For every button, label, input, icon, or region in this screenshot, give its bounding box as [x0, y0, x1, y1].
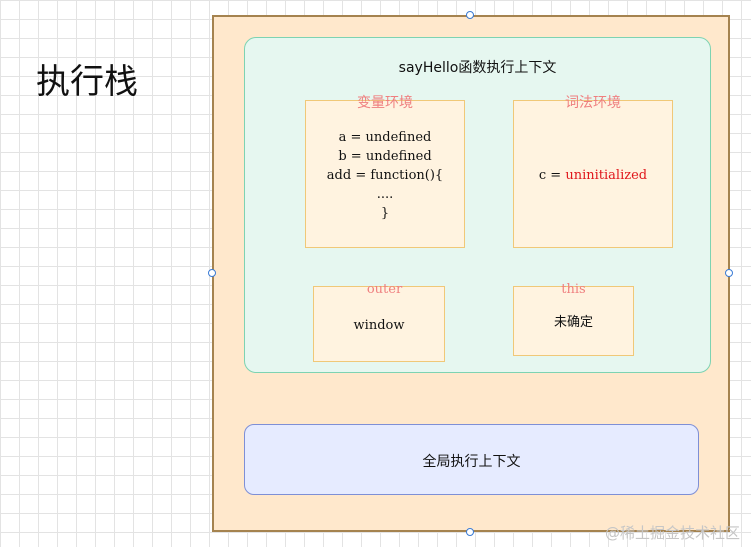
- function-context-title: sayHello函数执行上下文: [398, 60, 557, 76]
- execution-stack-title: 执行栈: [36, 62, 138, 102]
- lexical-environment-box[interactable]: [513, 100, 673, 248]
- global-context-label: 全局执行上下文: [422, 454, 521, 470]
- lexical-environment-label: 词法环境: [565, 95, 621, 111]
- var-line: add = function(){: [326, 168, 444, 183]
- lexical-environment-content: c = uninitialized: [513, 166, 673, 185]
- var-line: }: [380, 206, 390, 221]
- variable-environment-label: 变量环境: [357, 95, 413, 111]
- watermark: @稀土掘金技术社区: [605, 524, 741, 542]
- var-line: b = undefined: [338, 149, 432, 164]
- variable-environment-content: a = undefined b = undefined add = functi…: [305, 128, 465, 223]
- outer-value: window: [353, 318, 405, 333]
- resize-handle-left[interactable]: [208, 269, 216, 277]
- resize-handle-top[interactable]: [466, 11, 474, 19]
- lexical-var-name: c =: [538, 168, 566, 183]
- resize-handle-bottom[interactable]: [466, 528, 474, 536]
- outer-label: outer: [366, 282, 403, 297]
- resize-handle-right[interactable]: [725, 269, 733, 277]
- global-execution-context[interactable]: [244, 424, 699, 495]
- this-box[interactable]: [513, 286, 634, 356]
- var-line: a = undefined: [338, 130, 432, 145]
- this-value: 未确定: [553, 315, 593, 330]
- this-label: this: [561, 282, 586, 297]
- lexical-var-value: uninitialized: [565, 168, 648, 183]
- outer-box[interactable]: [313, 286, 445, 362]
- var-line: ....: [376, 187, 394, 202]
- variable-environment-box[interactable]: [305, 100, 465, 248]
